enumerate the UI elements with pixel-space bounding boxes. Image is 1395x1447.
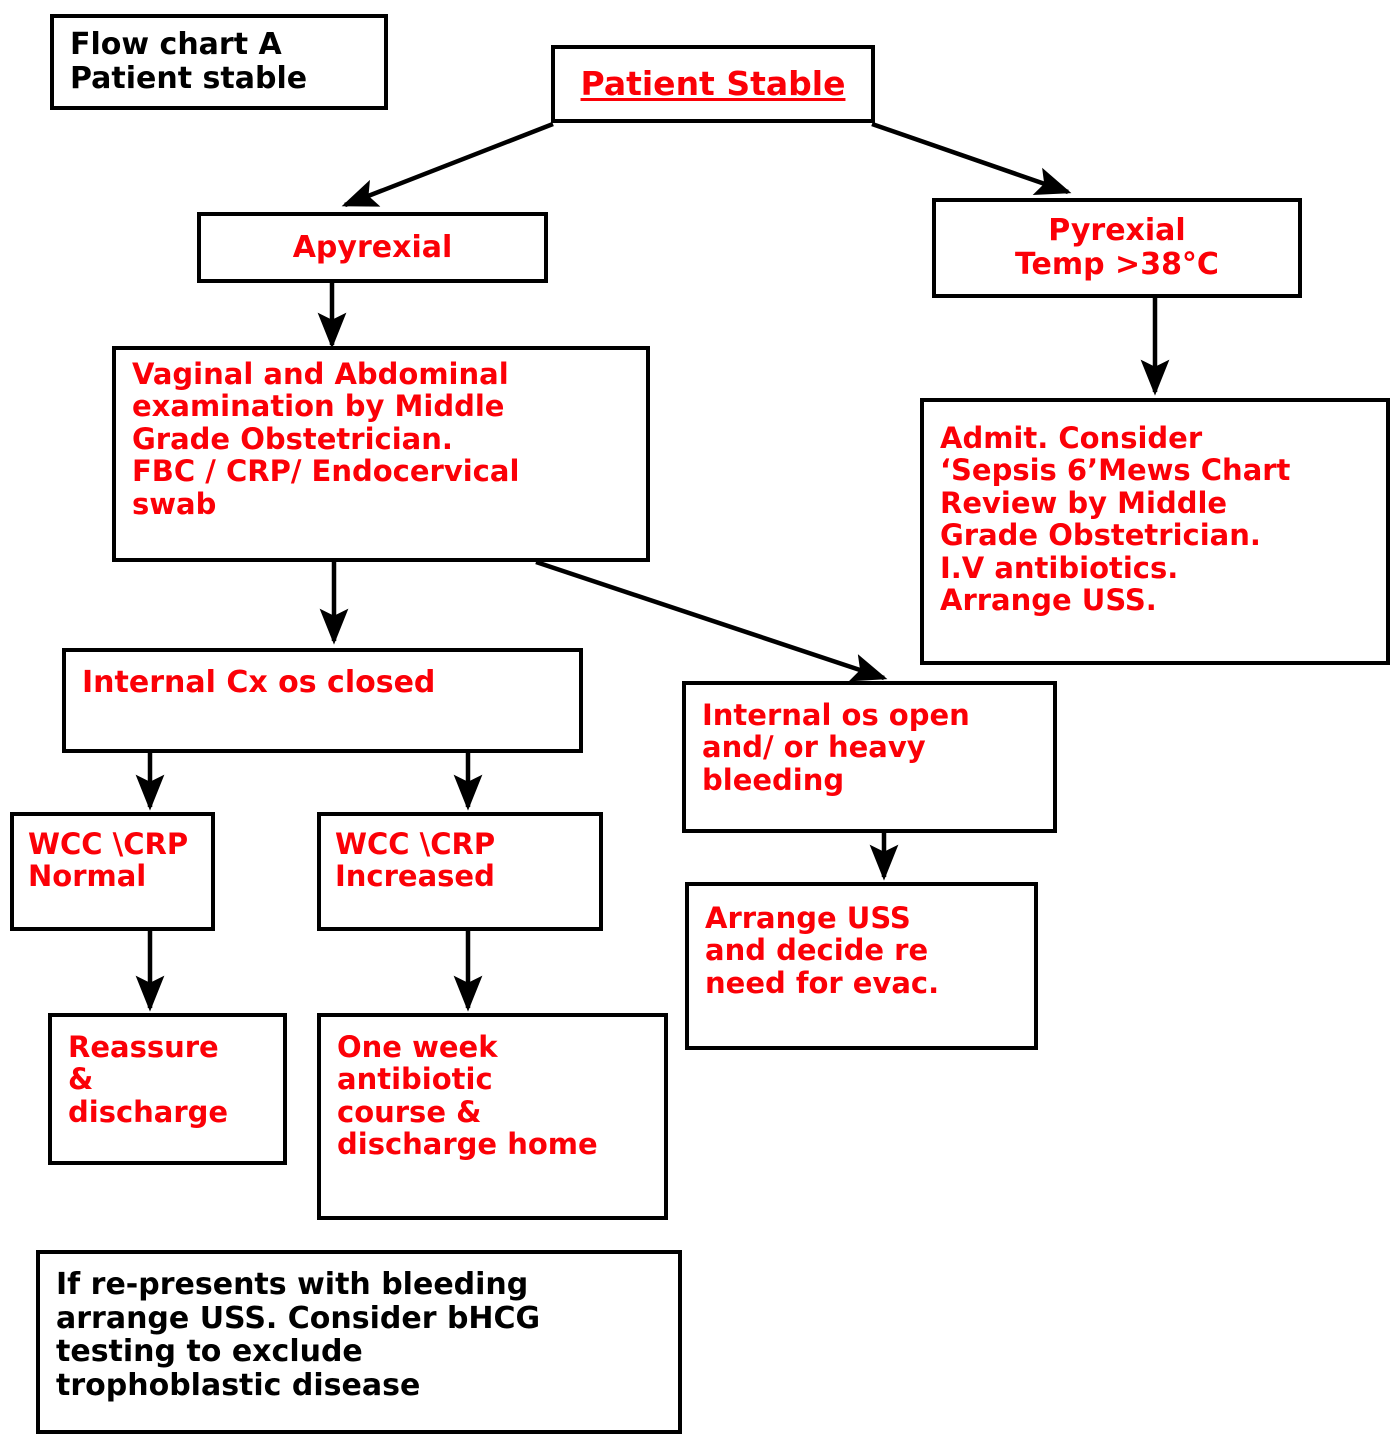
node-pyrexial[interactable]: Pyrexial Temp >38°C <box>932 198 1302 298</box>
examination-text: Vaginal and Abdominal examination by Mid… <box>132 357 520 521</box>
internal-os-open-text: Internal os open and/ or heavy bleeding <box>702 698 970 797</box>
arrange-uss-text: Arrange USS and decide re need for evac. <box>705 901 940 1000</box>
node-internal-os-open[interactable]: Internal os open and/ or heavy bleeding <box>682 681 1057 833</box>
wcc-crp-increased-text: WCC \CRP Increased <box>335 827 496 894</box>
wcc-crp-normal-text: WCC \CRP Normal <box>28 827 189 894</box>
node-wcc-crp-increased[interactable]: WCC \CRP Increased <box>317 812 603 931</box>
node-examination[interactable]: Vaginal and Abdominal examination by Mid… <box>112 346 650 562</box>
flowchart-title-text: Flow chart A Patient stable <box>70 27 308 96</box>
admit-sepsis-text: Admit. Consider ‘Sepsis 6’Mews Chart Rev… <box>940 421 1291 618</box>
node-antibiotic-course[interactable]: One week antibiotic course & discharge h… <box>317 1013 668 1220</box>
node-flowchart-title: Flow chart A Patient stable <box>50 14 388 110</box>
node-footnote: If re-presents with bleeding arrange USS… <box>36 1250 682 1434</box>
node-internal-os-closed[interactable]: Internal Cx os closed <box>62 648 583 753</box>
footnote-text: If re-presents with bleeding arrange USS… <box>56 1267 541 1403</box>
edge-patient-to-pyrexial <box>871 121 1072 195</box>
edge-patient-to-apyrexial <box>341 121 554 208</box>
pyrexial-text: Pyrexial Temp >38°C <box>1015 213 1219 282</box>
node-patient-stable[interactable]: Patient Stable <box>551 45 875 123</box>
node-reassure-discharge[interactable]: Reassure & discharge <box>48 1013 287 1165</box>
node-admit-sepsis[interactable]: Admit. Consider ‘Sepsis 6’Mews Chart Rev… <box>920 398 1390 665</box>
internal-os-closed-text: Internal Cx os closed <box>82 665 436 700</box>
apyrexial-text: Apyrexial <box>292 229 453 265</box>
node-wcc-crp-normal[interactable]: WCC \CRP Normal <box>10 812 215 931</box>
node-apyrexial[interactable]: Apyrexial <box>197 212 548 283</box>
antibiotic-course-text: One week antibiotic course & discharge h… <box>337 1030 598 1162</box>
node-arrange-uss[interactable]: Arrange USS and decide re need for evac. <box>685 882 1038 1050</box>
patient-stable-text: Patient Stable <box>580 63 846 103</box>
reassure-discharge-text: Reassure & discharge <box>68 1030 229 1129</box>
edge-exam-to-os-open <box>535 559 888 682</box>
